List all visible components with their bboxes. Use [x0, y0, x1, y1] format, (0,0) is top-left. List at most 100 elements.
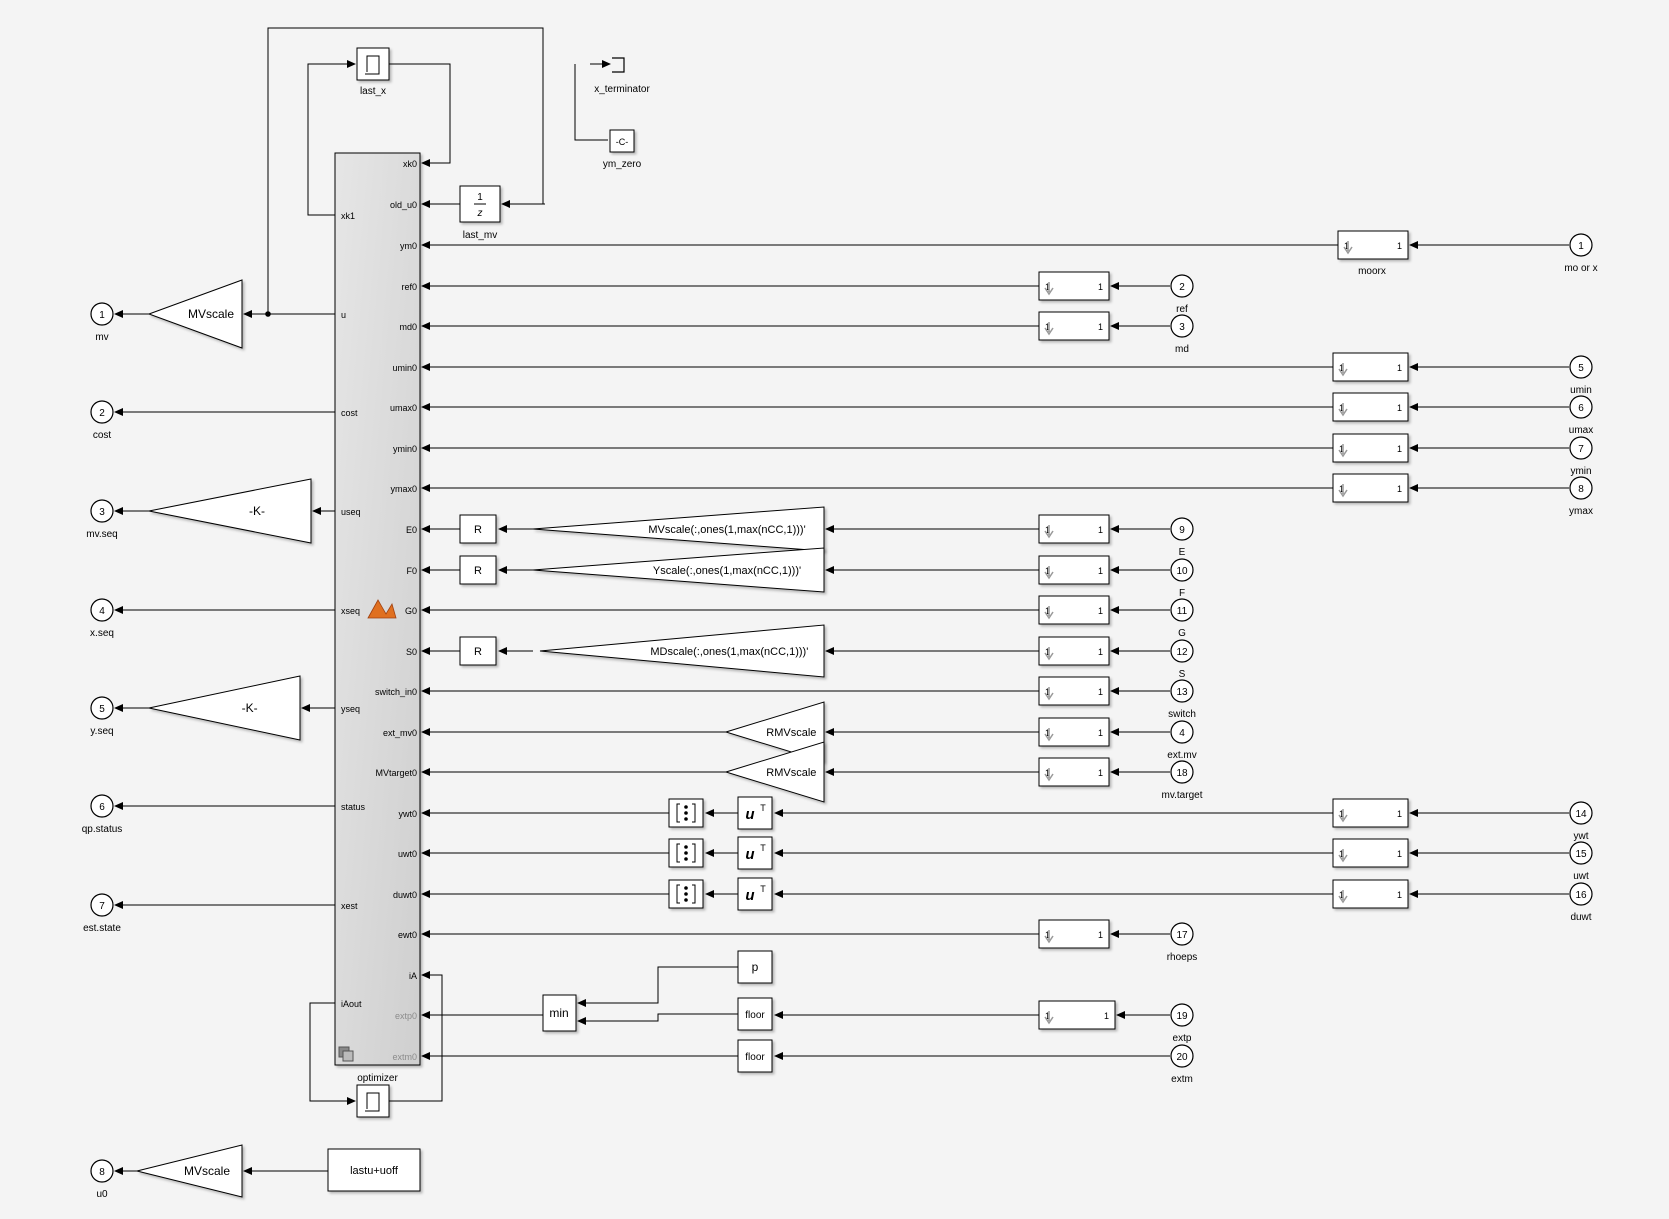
outport-5-label: y.seq	[90, 726, 113, 737]
inport-1[interactable]	[1569, 233, 1593, 257]
gain-yscale-f[interactable]	[532, 547, 825, 593]
inport-14-label: mv.target	[1162, 790, 1203, 801]
inport-19-number: 19	[1176, 1011, 1188, 1022]
min-block[interactable]	[542, 994, 577, 1032]
signal-specification-2[interactable]	[1038, 271, 1110, 301]
outport-1[interactable]	[90, 302, 114, 326]
inport-11[interactable]	[1170, 639, 1194, 663]
signal-specification-5[interactable]	[1332, 392, 1409, 422]
inport-13[interactable]	[1170, 720, 1194, 744]
reshape-label-2: R	[474, 565, 482, 577]
signal-specification-4[interactable]	[1332, 352, 1409, 382]
outport-2[interactable]	[90, 400, 114, 424]
reshape-block-2[interactable]	[459, 555, 497, 585]
memory-last-x[interactable]	[356, 47, 390, 81]
signal-specification-12[interactable]	[1038, 676, 1110, 706]
inport-16[interactable]	[1569, 841, 1593, 865]
reshape-vector-duwt[interactable]	[668, 879, 704, 909]
gain-mvscale-u0[interactable]	[136, 1144, 243, 1198]
inport-12[interactable]	[1170, 679, 1194, 703]
memory-ia[interactable]	[356, 1084, 390, 1118]
inport-6[interactable]	[1569, 436, 1593, 460]
constant-ym-zero[interactable]	[609, 129, 635, 153]
inport-4[interactable]	[1569, 355, 1593, 379]
signal-specification-3[interactable]	[1038, 311, 1110, 341]
optimizer-input-G0: G0	[405, 606, 417, 616]
gain-mvscale-e[interactable]	[532, 506, 825, 552]
inport-6-label: ymin	[1570, 466, 1591, 477]
signal-specification-14[interactable]	[1038, 757, 1110, 787]
transpose-label-uwt: u	[745, 846, 754, 863]
optimizer-output-xk1: xk1	[341, 211, 355, 221]
gain-rmvscale-mv-target[interactable]	[724, 741, 825, 803]
inport-10[interactable]	[1170, 598, 1194, 622]
p-constant-block[interactable]	[737, 950, 773, 984]
inport-9[interactable]	[1170, 558, 1194, 582]
inport-8[interactable]	[1170, 517, 1194, 541]
gain-mvscale-mv[interactable]	[147, 279, 243, 349]
gain-k-useq[interactable]	[148, 478, 312, 544]
inport-14[interactable]	[1170, 760, 1194, 784]
signal-specification-16-out-dim: 1	[1397, 849, 1402, 859]
outport-4[interactable]	[90, 598, 114, 622]
inport-3[interactable]	[1170, 314, 1194, 338]
signal-specification-9[interactable]	[1038, 555, 1110, 585]
dot-icon	[684, 845, 688, 849]
inport-3-label: md	[1175, 344, 1189, 355]
signal-specification-11[interactable]	[1038, 636, 1110, 666]
optimizer-input-xk0: xk0	[403, 159, 417, 169]
signal-specification-17[interactable]	[1332, 879, 1409, 909]
reshape-block-3[interactable]	[459, 636, 497, 666]
inport-2[interactable]	[1170, 274, 1194, 298]
signal-specification-2-in-dim: 1	[1045, 282, 1050, 292]
inport-20-number: 20	[1176, 1052, 1188, 1063]
outport-3[interactable]	[90, 499, 114, 523]
transpose-sup-duwt: T	[760, 884, 766, 894]
signal-specification-10[interactable]	[1038, 595, 1110, 625]
inport-15[interactable]	[1569, 801, 1593, 825]
outport-8[interactable]	[90, 1159, 114, 1183]
gain-rmvscale-ext-mv[interactable]	[724, 701, 825, 763]
transpose-block-ywt[interactable]	[737, 796, 773, 830]
inport-13-number: 4	[1179, 728, 1185, 739]
transpose-block-uwt[interactable]	[737, 836, 773, 870]
optimizer-input-md0: md0	[399, 322, 417, 332]
outport-1-label: mv	[95, 332, 108, 343]
signal-specification-6[interactable]	[1332, 433, 1409, 463]
terminator-icon[interactable]	[612, 57, 625, 73]
optimizer-output-iAout: iAout	[341, 999, 362, 1009]
inport-6-number: 7	[1578, 444, 1584, 455]
inport-8-label: E	[1179, 547, 1186, 558]
outport-7[interactable]	[90, 893, 114, 917]
signal-specification-15-down-arrow-icon	[1338, 809, 1348, 823]
gain-k-yseq[interactable]	[148, 675, 301, 741]
floor-block-extm[interactable]	[737, 1039, 773, 1073]
inport-19[interactable]	[1170, 1003, 1194, 1027]
signal-specification-18[interactable]	[1038, 919, 1110, 949]
signal-specification-15[interactable]	[1332, 798, 1409, 828]
signal-specification-5-in-dim: 1	[1339, 403, 1344, 413]
gain-mdscale-s[interactable]	[539, 624, 825, 678]
signal-specification-1[interactable]	[1337, 230, 1409, 260]
inport-17[interactable]	[1569, 882, 1593, 906]
inport-7[interactable]	[1569, 476, 1593, 500]
outport-6-number: 6	[99, 802, 105, 813]
signal-specification-7-in-dim: 1	[1339, 484, 1344, 494]
signal-line	[574, 64, 608, 141]
signal-specification-13[interactable]	[1038, 717, 1110, 747]
optimizer-input-ymax0: ymax0	[390, 484, 417, 494]
signal-specification-8[interactable]	[1038, 514, 1110, 544]
floor-block-extp[interactable]	[737, 997, 773, 1031]
reshape-block-1[interactable]	[459, 514, 497, 544]
signal-specification-7[interactable]	[1332, 473, 1409, 503]
inport-5[interactable]	[1569, 395, 1593, 419]
inport-18[interactable]	[1170, 922, 1194, 946]
inport-20[interactable]	[1170, 1044, 1194, 1068]
signal-specification-19[interactable]	[1038, 1000, 1116, 1030]
outport-6[interactable]	[90, 794, 114, 818]
signal-specification-16[interactable]	[1332, 838, 1409, 868]
outport-5[interactable]	[90, 696, 114, 720]
transpose-block-duwt[interactable]	[737, 877, 773, 911]
constant-lastu-uoff[interactable]	[327, 1148, 421, 1192]
